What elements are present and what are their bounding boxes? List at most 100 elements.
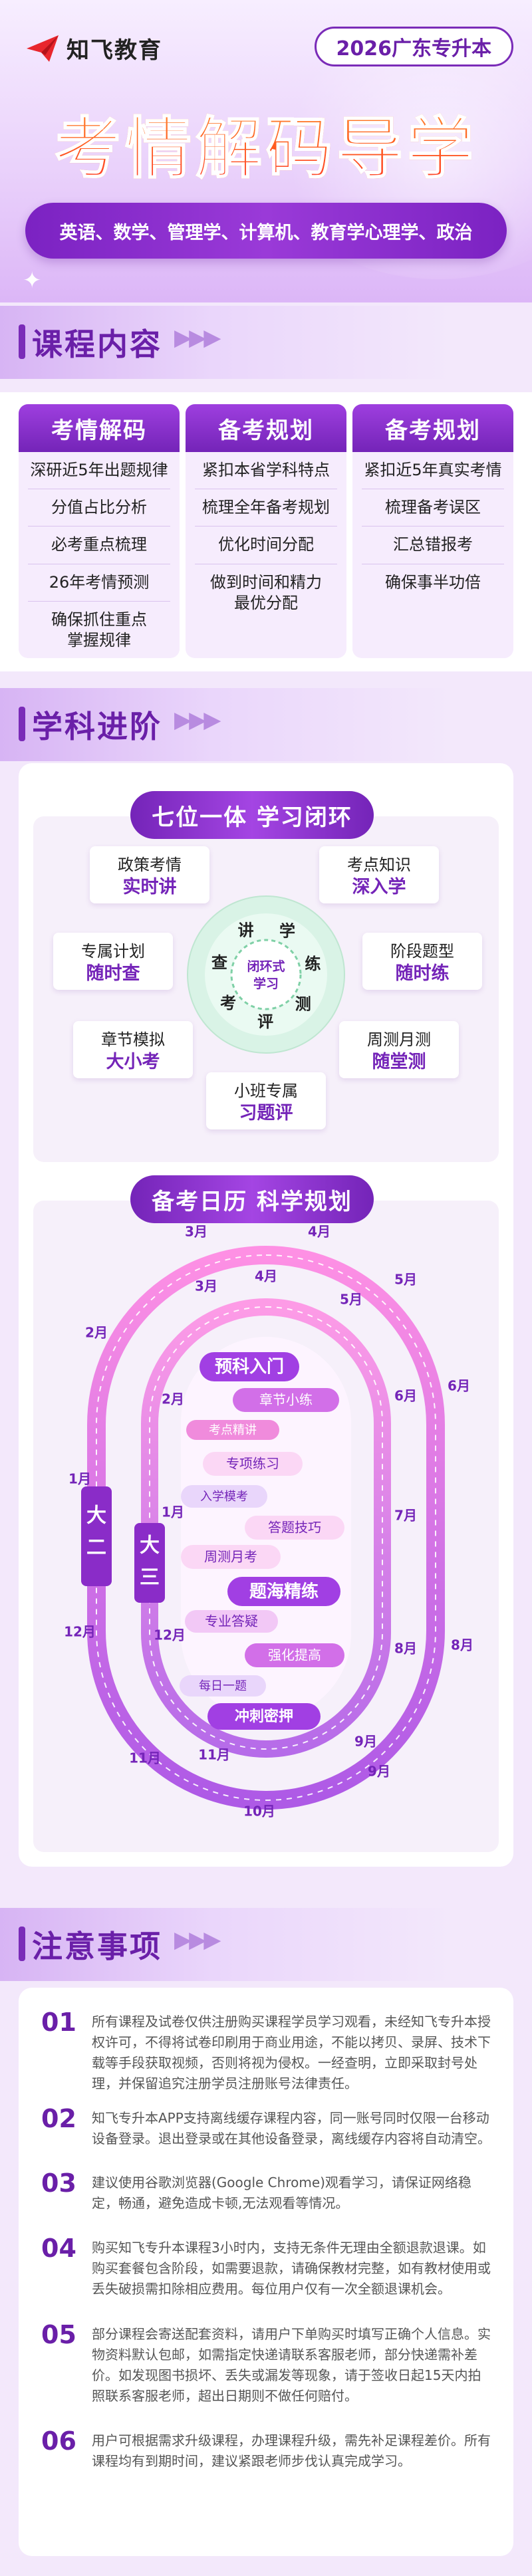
course-item: 梳理备考误区 — [362, 489, 504, 527]
course-item: 优化时间分配 — [195, 527, 337, 564]
course-column-title: 考情解码 — [19, 404, 180, 452]
exam-year-badge: 2026广东专升本 — [314, 27, 513, 66]
stage-pill-bg — [245, 1643, 344, 1667]
calendar-month-inner: 11月 — [198, 1747, 230, 1763]
year-label-inner: 大 — [140, 1534, 160, 1558]
section-title: 课程内容 — [32, 326, 162, 362]
stage-label: 入学模考 — [200, 1490, 248, 1504]
course-item: 确保事半功倍 — [385, 572, 481, 592]
loop-ring-char: 查 — [211, 953, 227, 972]
stage-pill-bg — [233, 1388, 339, 1412]
stage-label: 题海精练 — [249, 1581, 319, 1602]
year-label-outer: 大 — [86, 1504, 106, 1528]
note-text: 建议使用谷歌浏览器(Google Chrome)观看学习，请保证网络稳定，畅通，… — [92, 2174, 471, 2211]
loop-card: 政策考情实时讲 — [90, 846, 209, 903]
loop-card: 阶段题型随时练 — [362, 933, 482, 990]
year-label-bg-inner — [134, 1523, 165, 1603]
loop-ring-char: 考 — [220, 994, 236, 1012]
course-item: 梳理全年备考规划 — [195, 489, 337, 527]
calendar-month-inner: 5月 — [340, 1292, 362, 1308]
loop-card-highlight: 实时讲 — [122, 877, 177, 898]
progress-content: 七位一体 学习闭环 闭环式 学习 讲学练测评考查 政策考情实时讲 考点知识深入学… — [19, 763, 513, 1867]
stage-label: 预科入门 — [215, 1357, 284, 1377]
course-column-title: 备考规划 — [186, 404, 346, 452]
section-accent-bar — [19, 324, 25, 359]
note-number: 05 — [41, 2320, 76, 2349]
loop-card-caption: 政策考情 — [118, 856, 182, 874]
note-number: 01 — [41, 2008, 76, 2037]
course-item: 紧扣近5年真实考情 — [362, 452, 504, 490]
section-accent-bar — [19, 707, 25, 741]
course-column: 备考规划 紧扣近5年真实考情 梳理备考误区 汇总错报考 确保事半功倍 — [352, 404, 513, 658]
course-item: 26年考情预测 — [28, 564, 170, 602]
course-section-header: 课程内容 ▶▶▶ — [0, 306, 532, 379]
section-title: 学科进阶 — [32, 709, 162, 745]
calendar-month-inner: 1月 — [162, 1504, 184, 1520]
calendar-month-inner: 3月 — [195, 1278, 217, 1294]
stage-pill-bg — [227, 1577, 340, 1606]
calendar-month-inner: 7月 — [394, 1508, 417, 1524]
sparkle-icon: ✦ — [23, 267, 42, 294]
calendar-month-inner: 2月 — [162, 1391, 184, 1407]
stage-pill-bg — [185, 1610, 278, 1633]
stage-label: 章节小练 — [259, 1392, 313, 1408]
calendar-month-outer: 11月 — [129, 1750, 161, 1766]
loop-card-caption: 专属计划 — [81, 942, 145, 961]
stage-pill-bg — [207, 1703, 321, 1730]
section-title: 注意事项 — [32, 1929, 162, 1964]
calendar-month-outer: 5月 — [394, 1272, 417, 1288]
stage-label: 专项练习 — [226, 1456, 279, 1472]
note-number: 03 — [41, 2168, 76, 2198]
calendar-month-outer: 3月 — [185, 1224, 207, 1240]
course-item: 确保抓住重点 掌握规律 — [51, 610, 147, 649]
loop-ring-char: 练 — [305, 955, 321, 973]
loop-card-highlight: 随堂测 — [372, 1052, 426, 1073]
course-column: 考情解码 深研近5年出题规律 分值占比分析 必考重点梳理 26年考情预测 确保抓… — [19, 404, 180, 658]
loop-card-highlight: 大小考 — [106, 1052, 160, 1073]
course-item: 分值占比分析 — [28, 489, 170, 527]
loop-card: 章节模拟大小考 — [73, 1021, 193, 1078]
loop-card-highlight: 深入学 — [352, 877, 406, 898]
loop-center-label-2: 学习 — [253, 976, 279, 991]
stage-pill-bg — [181, 1545, 281, 1569]
loop-card: 考点知识深入学 — [319, 846, 439, 903]
calendar-month-outer: 8月 — [451, 1637, 473, 1653]
course-item: 汇总错报考 — [362, 527, 504, 564]
learning-loop-panel: 闭环式 学习 讲学练测评考查 政策考情实时讲 考点知识深入学 阶段题型随时练 周… — [33, 816, 499, 1162]
year-label-outer: 二 — [86, 1536, 106, 1560]
page-title: 考情解码导学 — [0, 94, 532, 191]
calendar-month-inner: 9月 — [354, 1734, 377, 1750]
loop-card-highlight: 随时查 — [86, 963, 140, 985]
section-accent-bar — [19, 1927, 25, 1961]
course-item: 深研近5年出题规律 — [28, 452, 170, 490]
note-text: 知飞专升本APP支持离线缓存课程内容，同一账号同时仅限一台移动设备登录。退出登录… — [92, 2110, 491, 2147]
note-text: 部分课程会寄送配套资料，请用户下单购买时填写正确个人信息。实物资料默认包邮，如需… — [92, 2326, 491, 2404]
year-label-bg-outer — [81, 1486, 112, 1586]
course-column: 备考规划 紧扣本省学科特点 梳理全年备考规划 优化时间分配 做到时间和精力 最优… — [186, 404, 346, 658]
calendar-month-inner: 12月 — [154, 1627, 186, 1643]
note-text: 用户可根据需求升级课程，办理课程升级，需先补足课程差价。所有课程均有到期时间，建… — [92, 2432, 491, 2469]
calendar-month-outer: 9月 — [368, 1764, 390, 1780]
triple-arrow-icon: ▶▶▶ — [174, 1927, 221, 1953]
loop-center-label: 闭环式 — [247, 959, 285, 974]
loop-ring-char: 学 — [279, 922, 295, 941]
stage-pill-bg — [245, 1516, 344, 1540]
note-number: 06 — [41, 2426, 76, 2456]
calendar-month-inner: 4月 — [255, 1268, 277, 1284]
brand-logo[interactable]: 知飞教育 — [25, 32, 162, 64]
triple-arrow-icon: ▶▶▶ — [174, 707, 221, 733]
stage-label: 强化提高 — [268, 1647, 321, 1663]
stage-label: 冲刺密押 — [235, 1708, 293, 1725]
notes-section-header: 注意事项 ▶▶▶ — [0, 1908, 532, 1981]
loop-card-caption: 考点知识 — [347, 856, 411, 874]
loop-card: 小班专属习题评 — [206, 1072, 326, 1129]
year-label-inner: 三 — [140, 1566, 160, 1589]
note-number: 02 — [41, 2104, 76, 2133]
calendar-month-outer: 12月 — [64, 1624, 96, 1640]
loop-card-caption: 章节模拟 — [101, 1030, 165, 1049]
loop-card-caption: 阶段题型 — [390, 942, 454, 961]
stage-label: 每日一题 — [199, 1679, 247, 1693]
